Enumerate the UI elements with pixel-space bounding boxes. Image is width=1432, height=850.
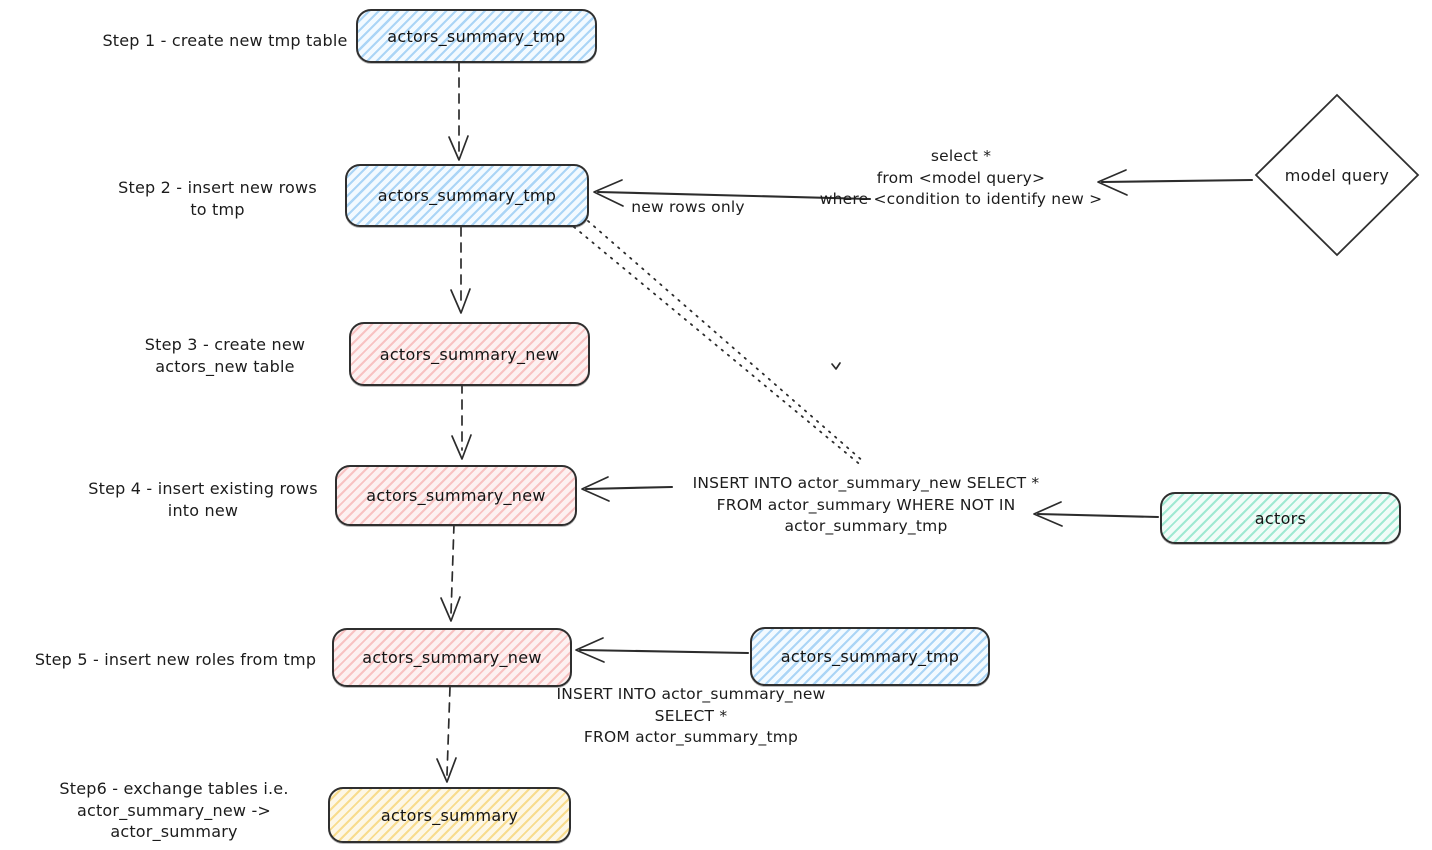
model-query-label: model query: [1284, 166, 1390, 185]
node-step4-actors-summary-new: actors_summary_new: [335, 465, 577, 526]
node-source-actors-summary-tmp: actors_summary_tmp: [750, 627, 990, 686]
arrow-step4-to-step5: [440, 523, 461, 622]
step2-label: Step 2 - insert new rows to tmp: [118, 178, 317, 219]
step6-label: Step6 - exchange tables i.e. actor_summa…: [59, 779, 289, 842]
select-query-annotation: select * from <model query> where <condi…: [819, 147, 1103, 209]
arrow-sql-to-step4: [581, 476, 674, 502]
node-step1-actors-summary-tmp: actors_summary_tmp: [356, 9, 597, 63]
arrow-step5-to-step6: [436, 686, 457, 783]
arrow-tmp-to-step5: [575, 637, 750, 663]
insert-existing-sql-annotation: INSERT INTO actor_summary_new SELECT * F…: [692, 474, 1040, 536]
node-source-actors: actors: [1160, 492, 1401, 544]
node-step3-actors-summary-new: actors_summary_new: [349, 322, 590, 386]
new-rows-only-label: new rows only: [631, 198, 745, 216]
insert-new-sql-annotation: INSERT INTO actor_summary_new SELECT * F…: [556, 685, 826, 747]
node-step2-actors-summary-tmp: actors_summary_tmp: [345, 164, 589, 227]
arrow-step3-to-step4: [451, 383, 472, 460]
stray-mark: [831, 362, 841, 370]
node-step6-actors-summary: actors_summary: [328, 787, 571, 843]
dotted-link-step2-to-sql: [573, 220, 865, 468]
arrow-step2-to-step3: [450, 226, 471, 314]
arrow-model-query-to-select: [1097, 169, 1254, 196]
node-label: actors_summary_new: [362, 648, 542, 667]
step1-label: Step 1 - create new tmp table: [102, 31, 348, 50]
node-label: actors_summary_new: [366, 486, 546, 505]
arrow-step1-to-step2: [448, 61, 469, 161]
step5-label: Step 5 - insert new roles from tmp: [34, 650, 317, 669]
node-label: actors_summary: [380, 805, 519, 825]
node-label: actors_summary_tmp: [387, 26, 566, 46]
node-label: actors_summary_tmp: [377, 186, 557, 205]
node-label: actors_summary_new: [379, 344, 560, 364]
node-label: actors: [1254, 508, 1307, 528]
node-label: actors_summary_tmp: [780, 647, 960, 666]
node-step5-actors-summary-new: actors_summary_new: [332, 628, 572, 687]
step3-label: Step 3 - create new actors_new table: [144, 335, 306, 376]
step4-label: Step 4 - insert existing rows into new: [88, 479, 318, 520]
